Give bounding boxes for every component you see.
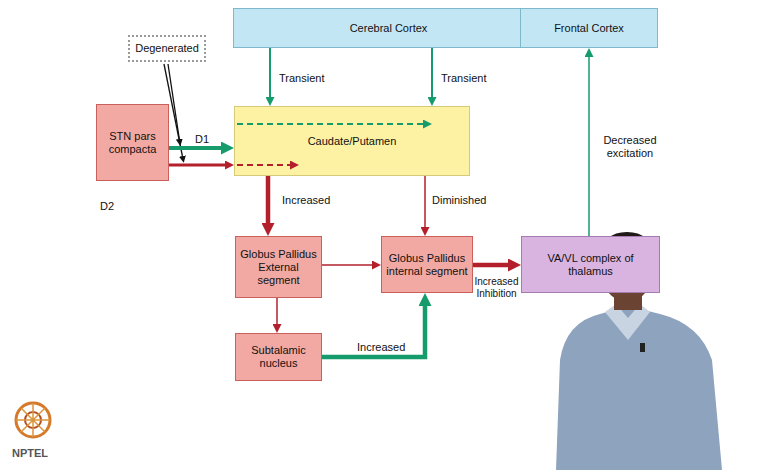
edge-label: Diminished bbox=[431, 194, 487, 207]
connector bbox=[322, 264, 372, 266]
thalamus-box: VA/VL complex of thalamus bbox=[521, 236, 660, 293]
edge-label: D2 bbox=[99, 200, 115, 213]
connector bbox=[588, 57, 590, 236]
node-text: Cerebral Cortex bbox=[350, 22, 428, 35]
leader-line bbox=[168, 64, 179, 139]
connector bbox=[424, 176, 426, 227]
edge-label-holder: Decreased excitation bbox=[597, 134, 663, 161]
note-box: Degenerated bbox=[128, 35, 206, 62]
edge-label: Increased bbox=[281, 194, 331, 207]
nucleus-box: Globus Pallidus External segment bbox=[235, 236, 322, 298]
edge-label-holder: D2 bbox=[99, 196, 115, 214]
connector bbox=[431, 48, 433, 97]
node-text: Caudate/Putamen bbox=[308, 135, 397, 148]
node-text: Degenerated bbox=[135, 42, 199, 55]
connector bbox=[473, 263, 508, 268]
label-holder: NPTEL bbox=[11, 443, 49, 461]
nptel-logo bbox=[16, 403, 50, 437]
node-text: STN pars compacta bbox=[101, 130, 164, 156]
node-text: Frontal Cortex bbox=[554, 22, 624, 35]
edge-label-holder: Increased bbox=[281, 190, 331, 208]
edge-label-holder: Increased Inhibition bbox=[473, 276, 520, 301]
connector bbox=[276, 298, 278, 324]
watermark: NPTEL bbox=[11, 447, 49, 460]
edge-label-holder: Transient bbox=[440, 68, 487, 86]
presenter-mic bbox=[640, 343, 645, 352]
connector bbox=[169, 164, 225, 167]
connector bbox=[266, 176, 271, 223]
connector bbox=[269, 48, 271, 97]
edge-label: D1 bbox=[194, 133, 210, 146]
presenter-body bbox=[556, 306, 722, 470]
edge-label: Transient bbox=[440, 72, 487, 85]
connector bbox=[169, 146, 221, 150]
nucleus-box: Subtalamic nucleus bbox=[235, 333, 322, 381]
connector bbox=[322, 306, 425, 357]
dashed-arrow bbox=[237, 123, 423, 125]
striatum-box: Caudate/Putamen bbox=[234, 106, 470, 176]
edge-label: Decreased excitation bbox=[597, 134, 663, 160]
presenter-collar bbox=[605, 304, 650, 340]
cortex-box: Frontal Cortex bbox=[520, 8, 658, 48]
edge-label: Transient bbox=[278, 72, 325, 85]
edge-label-holder: Transient bbox=[278, 68, 325, 86]
edge-label-holder: D1 bbox=[194, 129, 210, 147]
dashed-arrow bbox=[237, 164, 290, 166]
node-text: Subtalamic nucleus bbox=[240, 344, 317, 370]
node-text: Globus Pallidus internal segment bbox=[386, 252, 468, 278]
edge-label: Increased bbox=[356, 341, 406, 354]
node-text: VA/VL complex of thalamus bbox=[526, 252, 655, 278]
cortex-box: Cerebral Cortex bbox=[233, 8, 544, 48]
nucleus-box: STN pars compacta bbox=[96, 104, 169, 181]
edge-label-holder: Diminished bbox=[431, 190, 487, 208]
nucleus-box: Globus Pallidus internal segment bbox=[381, 236, 473, 293]
node-text: Globus Pallidus External segment bbox=[240, 248, 317, 287]
edge-label-holder: Increased bbox=[356, 337, 406, 355]
edge-label: Increased Inhibition bbox=[473, 276, 520, 300]
